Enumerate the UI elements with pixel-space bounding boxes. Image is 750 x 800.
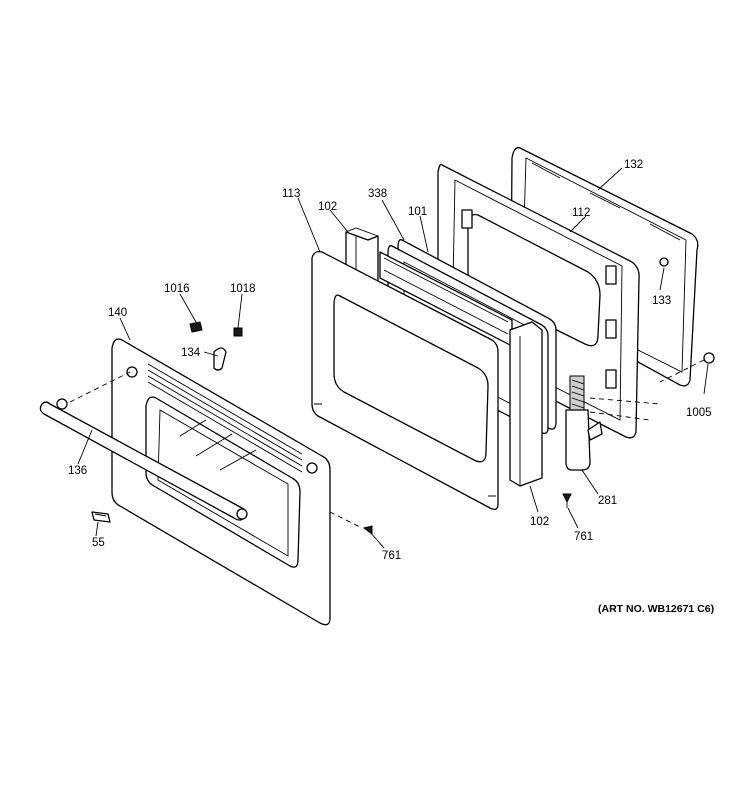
part-112-door-liner: [437, 163, 640, 439]
part-113-inner-panel: [311, 250, 499, 510]
callout-113: 113: [282, 188, 300, 200]
callout-102-bottom: 102: [530, 516, 549, 528]
callout-761-front: 761: [382, 550, 401, 562]
callout-55: 55: [92, 537, 105, 549]
part-133-screw: [659, 257, 669, 267]
part-1005-screw: [659, 352, 715, 383]
callout-112: 112: [572, 207, 590, 219]
part-281-hinge: [565, 375, 661, 471]
callout-338: 338: [368, 188, 387, 200]
callout-136: 136: [68, 465, 87, 477]
callout-761-hinge: 761: [574, 531, 593, 543]
part-761-front-screw: [329, 511, 373, 535]
callout-281: 281: [598, 495, 617, 507]
part-761-hinge-screw: [562, 493, 572, 508]
part-134-bracket: [213, 347, 227, 371]
callout-1018: 1018: [230, 283, 256, 295]
part-102-insulation-bottom: [509, 321, 543, 487]
part-55-clip: [91, 511, 111, 523]
callout-labels: 132 112 133 1005 281 761 102 113 102 338…: [68, 159, 712, 562]
part-1016-screw: [189, 321, 203, 333]
callout-102-top: 102: [318, 201, 337, 213]
callout-133: 133: [652, 295, 671, 307]
callout-140: 140: [108, 307, 127, 319]
part-140-outer-door: [111, 338, 331, 626]
art-number: (ART NO. WB12671 C6): [598, 603, 714, 615]
leader-lines: [77, 167, 709, 549]
callout-101: 101: [408, 206, 427, 218]
callout-134: 134: [181, 347, 201, 359]
callout-1016: 1016: [164, 283, 190, 295]
part-1018-screw: [233, 327, 243, 337]
callout-1005: 1005: [686, 407, 712, 419]
callout-132: 132: [624, 159, 643, 171]
